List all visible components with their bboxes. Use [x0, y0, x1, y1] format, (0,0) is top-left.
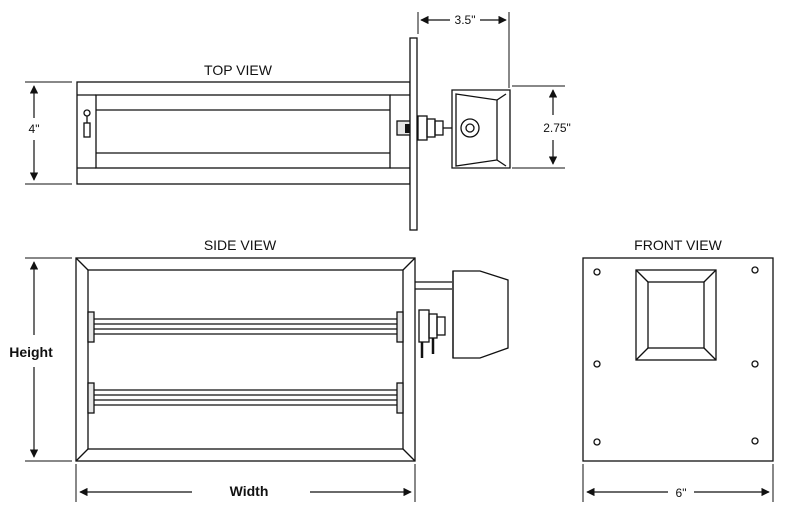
top-housing	[76, 81, 411, 185]
top-actuator-label: 2.75"	[543, 121, 571, 135]
front-view: FRONT VIEW 6"	[582, 237, 774, 502]
front-width-label: 6"	[676, 486, 687, 500]
front-view-title: FRONT VIEW	[634, 237, 722, 253]
actuator-knob	[460, 118, 480, 138]
side-linkage	[415, 281, 452, 358]
top-pivot	[83, 109, 91, 138]
front-plate	[582, 257, 774, 462]
front-width-dimension	[582, 464, 774, 502]
top-height-label: 4"	[29, 122, 40, 136]
side-blade-lower	[87, 382, 404, 414]
top-actuator-dimension	[512, 85, 565, 169]
top-height-dimension	[25, 81, 72, 185]
side-frame-outer	[75, 257, 416, 462]
side-frame-inner	[87, 269, 404, 450]
top-mounting-plate	[409, 37, 418, 231]
top-depth-label: 3.5"	[455, 13, 476, 27]
side-height-dimension	[25, 257, 72, 462]
top-depth-dimension	[417, 12, 510, 88]
front-actuator	[635, 269, 717, 361]
top-linkage	[417, 115, 452, 141]
front-mounting-holes	[593, 266, 759, 446]
top-actuator	[451, 89, 511, 169]
side-actuator	[452, 270, 509, 359]
side-blade-upper	[87, 311, 404, 343]
side-view: SIDE VIEW	[9, 237, 509, 502]
top-view-title: TOP VIEW	[204, 62, 273, 78]
side-width-label: Width	[230, 483, 269, 499]
top-view: TOP VIEW	[25, 12, 571, 231]
side-width-dimension	[75, 464, 416, 502]
side-height-label: Height	[9, 344, 53, 360]
top-blade	[95, 94, 391, 169]
side-view-title: SIDE VIEW	[204, 237, 277, 253]
